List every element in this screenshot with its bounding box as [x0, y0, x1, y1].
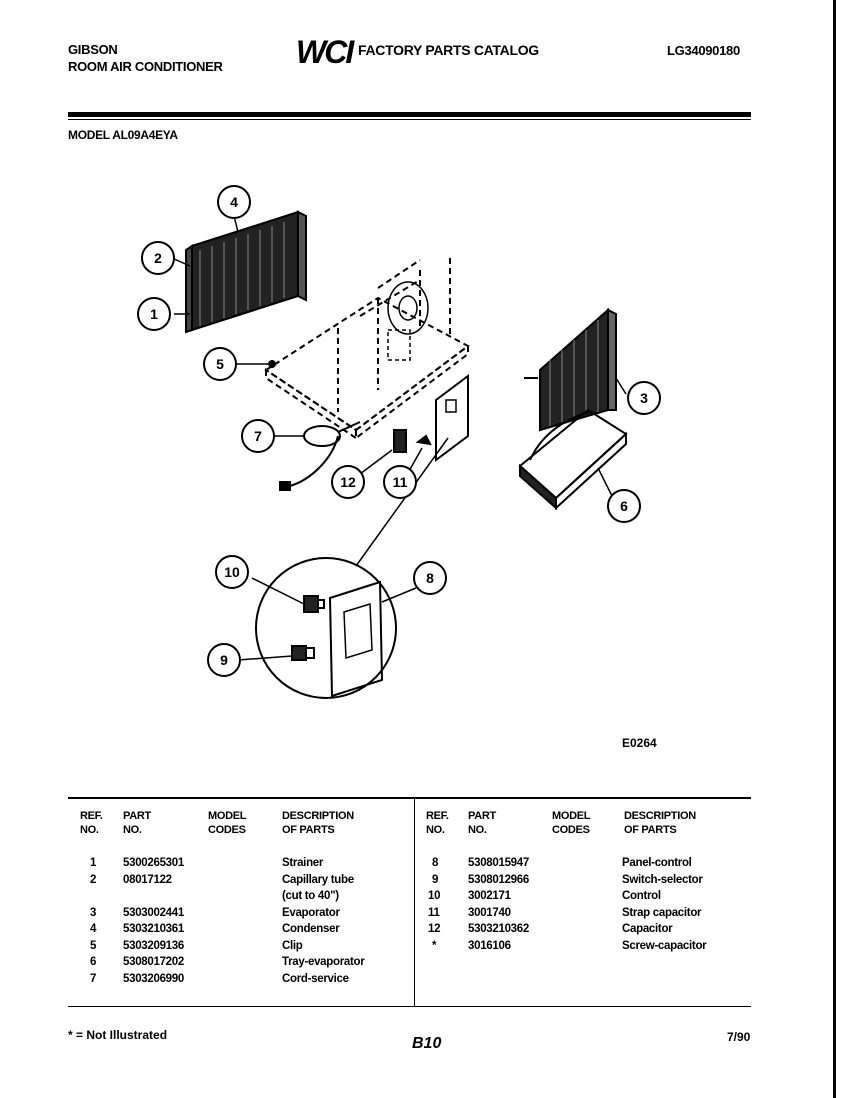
header-rule-thin [68, 119, 751, 120]
svg-text:12: 12 [340, 474, 356, 490]
callout-11: 11 [383, 465, 417, 499]
brand-name: GIBSON [68, 42, 118, 57]
page-right-edge [833, 0, 836, 1098]
callout-9: 9 [207, 643, 241, 677]
header-ref-left: REF.NO. [80, 810, 103, 836]
detail-circle [255, 557, 397, 699]
catalog-title: FACTORY PARTS CATALOG [358, 42, 539, 58]
svg-text:9: 9 [220, 652, 228, 668]
product-name: ROOM AIR CONDITIONER [68, 59, 223, 74]
table-row: (cut to 40") [282, 890, 339, 902]
callout-3: 3 [627, 381, 661, 415]
exploded-parts-diagram: 1 2 4 5 7 12 11 3 6 10 8 9 [137, 185, 661, 699]
not-illustrated-note: * = Not Illustrated [68, 1028, 168, 1042]
svg-text:2: 2 [154, 250, 162, 266]
svg-text:11: 11 [393, 474, 408, 490]
strap-capacitor-drawing [415, 434, 432, 446]
page-number: B10 [412, 1035, 442, 1052]
catalog-number: LG34090180 [667, 43, 740, 58]
svg-text:10: 10 [224, 564, 240, 580]
svg-text:1: 1 [150, 306, 158, 322]
svg-text:4: 4 [230, 194, 238, 210]
catalog-date: 7/90 [727, 1030, 751, 1044]
svg-text:6: 6 [620, 498, 628, 514]
callout-1: 1 [137, 297, 171, 331]
detail-switch-drawing [291, 645, 315, 661]
header-rule-thick [68, 112, 751, 117]
callout-6: 6 [607, 489, 641, 523]
wci-logo: WCI [296, 34, 354, 70]
fan-motor-drawing [387, 281, 429, 361]
callout-5: 5 [203, 347, 237, 381]
model-number: MODEL AL09A4EYA [68, 128, 178, 142]
callout-12: 12 [331, 465, 365, 499]
callout-8: 8 [413, 561, 447, 595]
diagram-code: E0264 [622, 736, 657, 750]
table-divider [414, 799, 415, 1006]
header-ref-right: REF.NO. [426, 810, 449, 836]
svg-text:5: 5 [216, 356, 224, 372]
svg-text:8: 8 [426, 570, 434, 586]
callout-2: 2 [141, 241, 175, 275]
detail-control-drawing [303, 595, 325, 613]
capacitor-drawing [393, 429, 407, 453]
tray-evaporator-drawing [518, 408, 628, 511]
detail-panel-drawing [328, 580, 384, 698]
condenser-coil-drawing [185, 210, 307, 334]
callout-4: 4 [217, 185, 251, 219]
svg-text:7: 7 [254, 428, 262, 444]
control-panel-drawing [435, 374, 469, 462]
callout-7: 7 [241, 419, 275, 453]
clip-drawing [268, 360, 276, 368]
svg-text:3: 3 [640, 390, 648, 406]
evaporator-coil-drawing [524, 307, 617, 432]
callout-10: 10 [215, 555, 249, 589]
